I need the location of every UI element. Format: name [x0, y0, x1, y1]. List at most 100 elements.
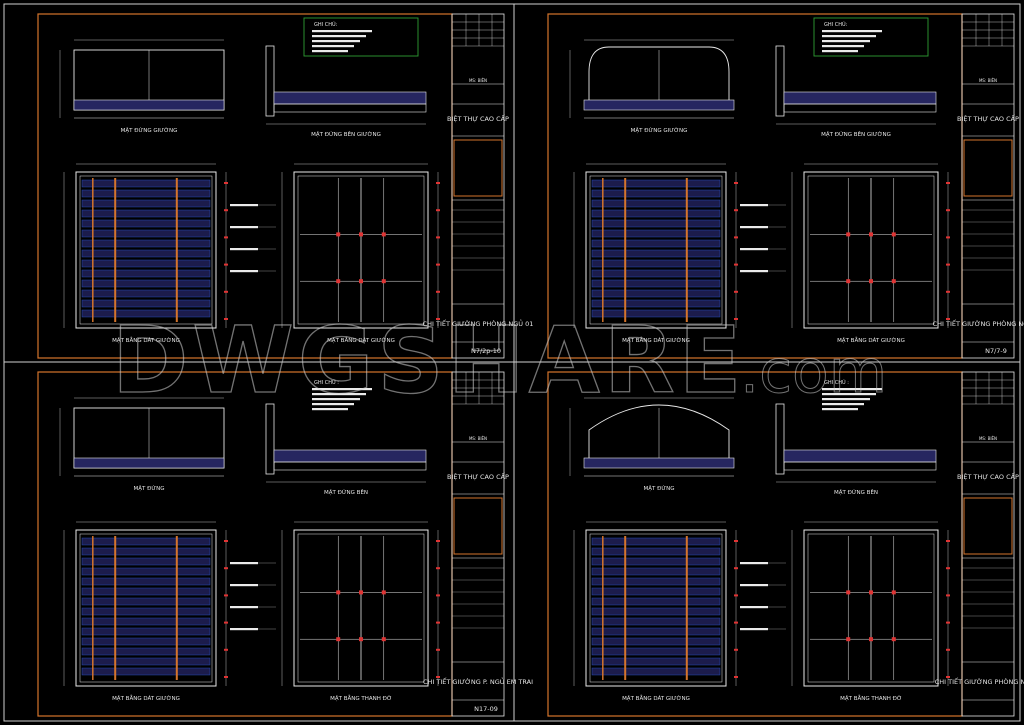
dimension-tick: [224, 540, 228, 542]
note-line: [822, 40, 870, 43]
note-line: [822, 408, 858, 411]
dimension-tick: [436, 290, 440, 293]
dimension-tick: [734, 182, 738, 184]
dimension-tick: [224, 621, 228, 624]
title-block-small-label: MS: BIÊN: [469, 436, 487, 441]
plan-outline: [803, 529, 939, 687]
joint-marker: [336, 637, 341, 642]
front-elevation: MẶT ĐỨNG: [569, 397, 735, 492]
bed-slat: [81, 279, 211, 288]
front-elevation-label: MẶT ĐỨNG GIƯỜNG: [121, 127, 178, 134]
joint-marker: [891, 637, 896, 642]
bed-slat: [591, 567, 721, 576]
note-line: [312, 35, 366, 38]
bed-slat: [81, 627, 211, 636]
dimension-tick: [734, 594, 738, 597]
note-line: [312, 40, 360, 43]
bed-slat: [591, 577, 721, 586]
dimension-tick: [946, 648, 950, 651]
notes-title: GHI CHÚ :: [314, 379, 339, 386]
dimension-tick: [436, 567, 440, 570]
note-line: [822, 35, 876, 38]
bed-slat: [591, 179, 721, 188]
joint-marker: [359, 232, 363, 237]
bed-slat: [81, 269, 211, 278]
plan-inner-outline: [807, 175, 935, 325]
notes-title: GHI CHÚ:: [314, 21, 338, 28]
bed-slat: [591, 557, 721, 566]
dimension-tick: [224, 209, 228, 212]
side-elevation: MẶT ĐỨNG BÊN: [265, 403, 427, 496]
plan-annotations: [740, 204, 786, 273]
dimension-tick: [734, 621, 738, 624]
bed-slat: [591, 189, 721, 198]
annotation-text-bar: [230, 606, 258, 609]
dimension-tick: [946, 209, 950, 212]
watermark-suffix: .com: [740, 337, 887, 407]
mattress-side: [783, 91, 937, 105]
plan-outline: [585, 171, 727, 329]
joint-marker: [381, 637, 386, 642]
annotation-text-bar: [740, 606, 768, 609]
bed-slat: [591, 199, 721, 208]
side-elevation-label: MẶT ĐỨNG BÊN GIƯỜNG: [821, 130, 891, 138]
drawing-sheet-3: MS: BIÊN BIỆT THỰ CAO CẤP CHI TIẾT GIƯỜNG …: [37, 371, 533, 717]
annotation-text-bar: [740, 248, 768, 251]
joint-marker: [891, 279, 896, 284]
bed-slat: [591, 209, 721, 218]
note-line: [312, 393, 366, 396]
dimension-tick: [436, 209, 440, 212]
bed-slat: [81, 289, 211, 298]
slat-plan-label: MẶT BẰNG DÁT GIƯỜNG: [622, 336, 690, 344]
joint-marker: [336, 279, 341, 284]
slat-plan-label: MẶT BẰNG DÁT GIƯỜNG: [112, 336, 180, 344]
dimension-tick: [224, 318, 228, 320]
dimension-tick: [224, 263, 228, 266]
dimension-tick: [224, 290, 228, 293]
drawing-title: CHI TIẾT GIƯỜNG P. NGỦ EM TRAI: [423, 676, 533, 686]
plan-inner-outline: [297, 533, 425, 683]
support-plan-label: MẶT BẰNG THANH ĐỠ: [840, 694, 902, 702]
plan-annotations: [230, 562, 276, 631]
joint-marker: [846, 590, 851, 595]
dimension-tick: [436, 594, 440, 597]
mattress-side: [783, 449, 937, 463]
note-line: [822, 403, 864, 406]
watermark: DWGSHARE .com: [111, 306, 887, 414]
bed-slat-plan: MẶT BẰNG DÁT GIƯỜNG: [63, 163, 228, 344]
joint-marker: [869, 637, 873, 642]
dimension-tick: [734, 263, 738, 266]
dimension-tick: [436, 540, 440, 542]
bed-slat: [591, 587, 721, 596]
note-line: [822, 45, 864, 48]
bed-slat: [81, 537, 211, 546]
dimension-tick: [946, 676, 950, 678]
dimension-tick: [734, 318, 738, 320]
joint-marker: [359, 637, 363, 642]
project-name: BIỆT THỰ CAO CẤP: [447, 471, 509, 481]
notes-box: GHI CHÚ :: [312, 379, 372, 411]
bed-slat: [81, 229, 211, 238]
joint-marker: [846, 232, 851, 237]
bed-slat: [591, 617, 721, 626]
bed-slat: [81, 309, 211, 318]
bed-slat: [81, 239, 211, 248]
bed-slat: [591, 627, 721, 636]
dimension-tick: [946, 621, 950, 624]
drawing-title: CHI TIẾT GIƯỜNG PHÒNG NGỦ 2: [935, 676, 1024, 686]
dimension-tick: [224, 676, 228, 678]
annotation-text-bar: [740, 562, 768, 565]
bed-slat: [81, 567, 211, 576]
watermark-main: DWGSHARE: [112, 307, 746, 414]
title-block-small-label: MS: BIÊN: [469, 78, 487, 83]
bed-slat: [81, 557, 211, 566]
side-elevation: MẶT ĐỨNG BÊN: [775, 403, 937, 496]
front-elevation-label: MẶT ĐỨNG: [644, 485, 675, 492]
bed-slat-plan: MẶT BẰNG DÁT GIƯỜNG: [573, 521, 738, 702]
side-elevation: MẶT ĐỨNG BÊN GIƯỜNG: [775, 45, 937, 138]
annotation-text-bar: [740, 628, 768, 631]
plan-outline: [803, 171, 939, 329]
annotation-text-bar: [740, 204, 768, 207]
bed-frame-side: [273, 103, 427, 113]
